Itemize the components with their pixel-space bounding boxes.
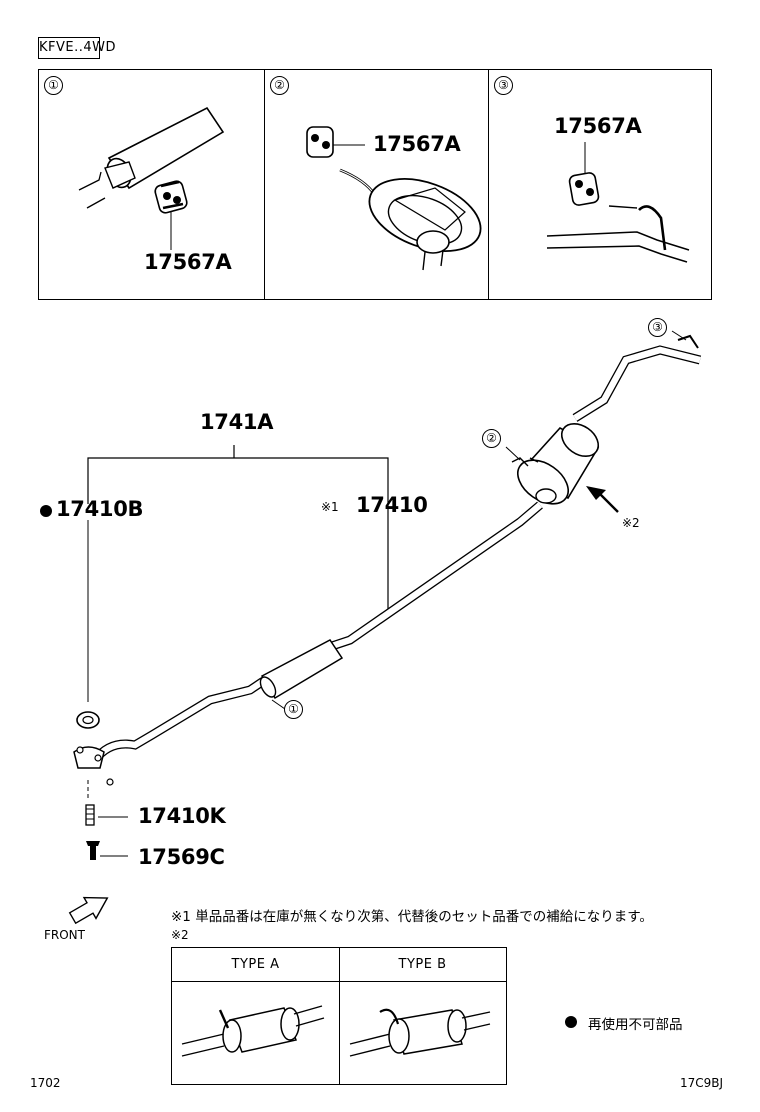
note-1-text: ※1 単品品番は在庫が無くなり次第、代替後のセット品番での補給になります。 <box>171 909 653 925</box>
pipe-part-number: 17410 <box>356 493 428 517</box>
engine-tag: KFVE..4WD <box>38 37 116 59</box>
table-column-divider <box>339 948 340 1084</box>
bolt-part-number: 17569C <box>138 845 225 869</box>
type-b-header: TYPE B <box>398 957 447 972</box>
hanger-detail-2-drawing <box>306 126 482 271</box>
type-a-header: TYPE A <box>231 957 280 972</box>
hanger-detail-1-drawing <box>78 106 225 250</box>
detail-panel-1: ① 17567A <box>39 70 264 299</box>
muffler-type-drawings <box>181 1005 491 1057</box>
note-1-mark: ※1 <box>321 500 339 514</box>
panel-2-part-number: 17567A <box>373 132 461 156</box>
panel-3-index: ③ <box>494 76 513 95</box>
detail-panels: ① 17567A ② 17567A ③ <box>38 69 712 300</box>
panel-1-part-number: 17567A <box>144 250 232 274</box>
gasket-part-number: 17410B <box>56 497 144 521</box>
front-label: FRONT <box>44 928 85 942</box>
callout-2: ② <box>482 429 501 448</box>
panel-1-index: ① <box>44 76 63 95</box>
note-2-arrow-mark: ※2 <box>622 516 640 530</box>
callout-3: ③ <box>648 318 667 337</box>
legend-dot-icon <box>565 1016 577 1028</box>
callout-1: ① <box>284 700 303 719</box>
panel-3-part-number: 17567A <box>554 114 642 138</box>
non-reusable-mark-icon <box>40 505 52 517</box>
legend-text: 再使用不可部品 <box>588 1017 683 1033</box>
note-2-label: ※2 <box>171 928 189 942</box>
detail-panel-3: ③ 17567A <box>488 70 713 299</box>
panel-2-index: ② <box>270 76 289 95</box>
assembly-part-number: 1741A <box>200 410 274 434</box>
footer-right-code: 17C9BJ <box>680 1076 724 1090</box>
detail-panel-2: ② 17567A <box>264 70 488 299</box>
footer-left-code: 1702 <box>30 1076 61 1090</box>
muffler-type-table: TYPE A TYPE B <box>171 947 507 1085</box>
spring-part-number: 17410K <box>138 804 226 828</box>
hanger-detail-3-drawing <box>546 142 690 263</box>
